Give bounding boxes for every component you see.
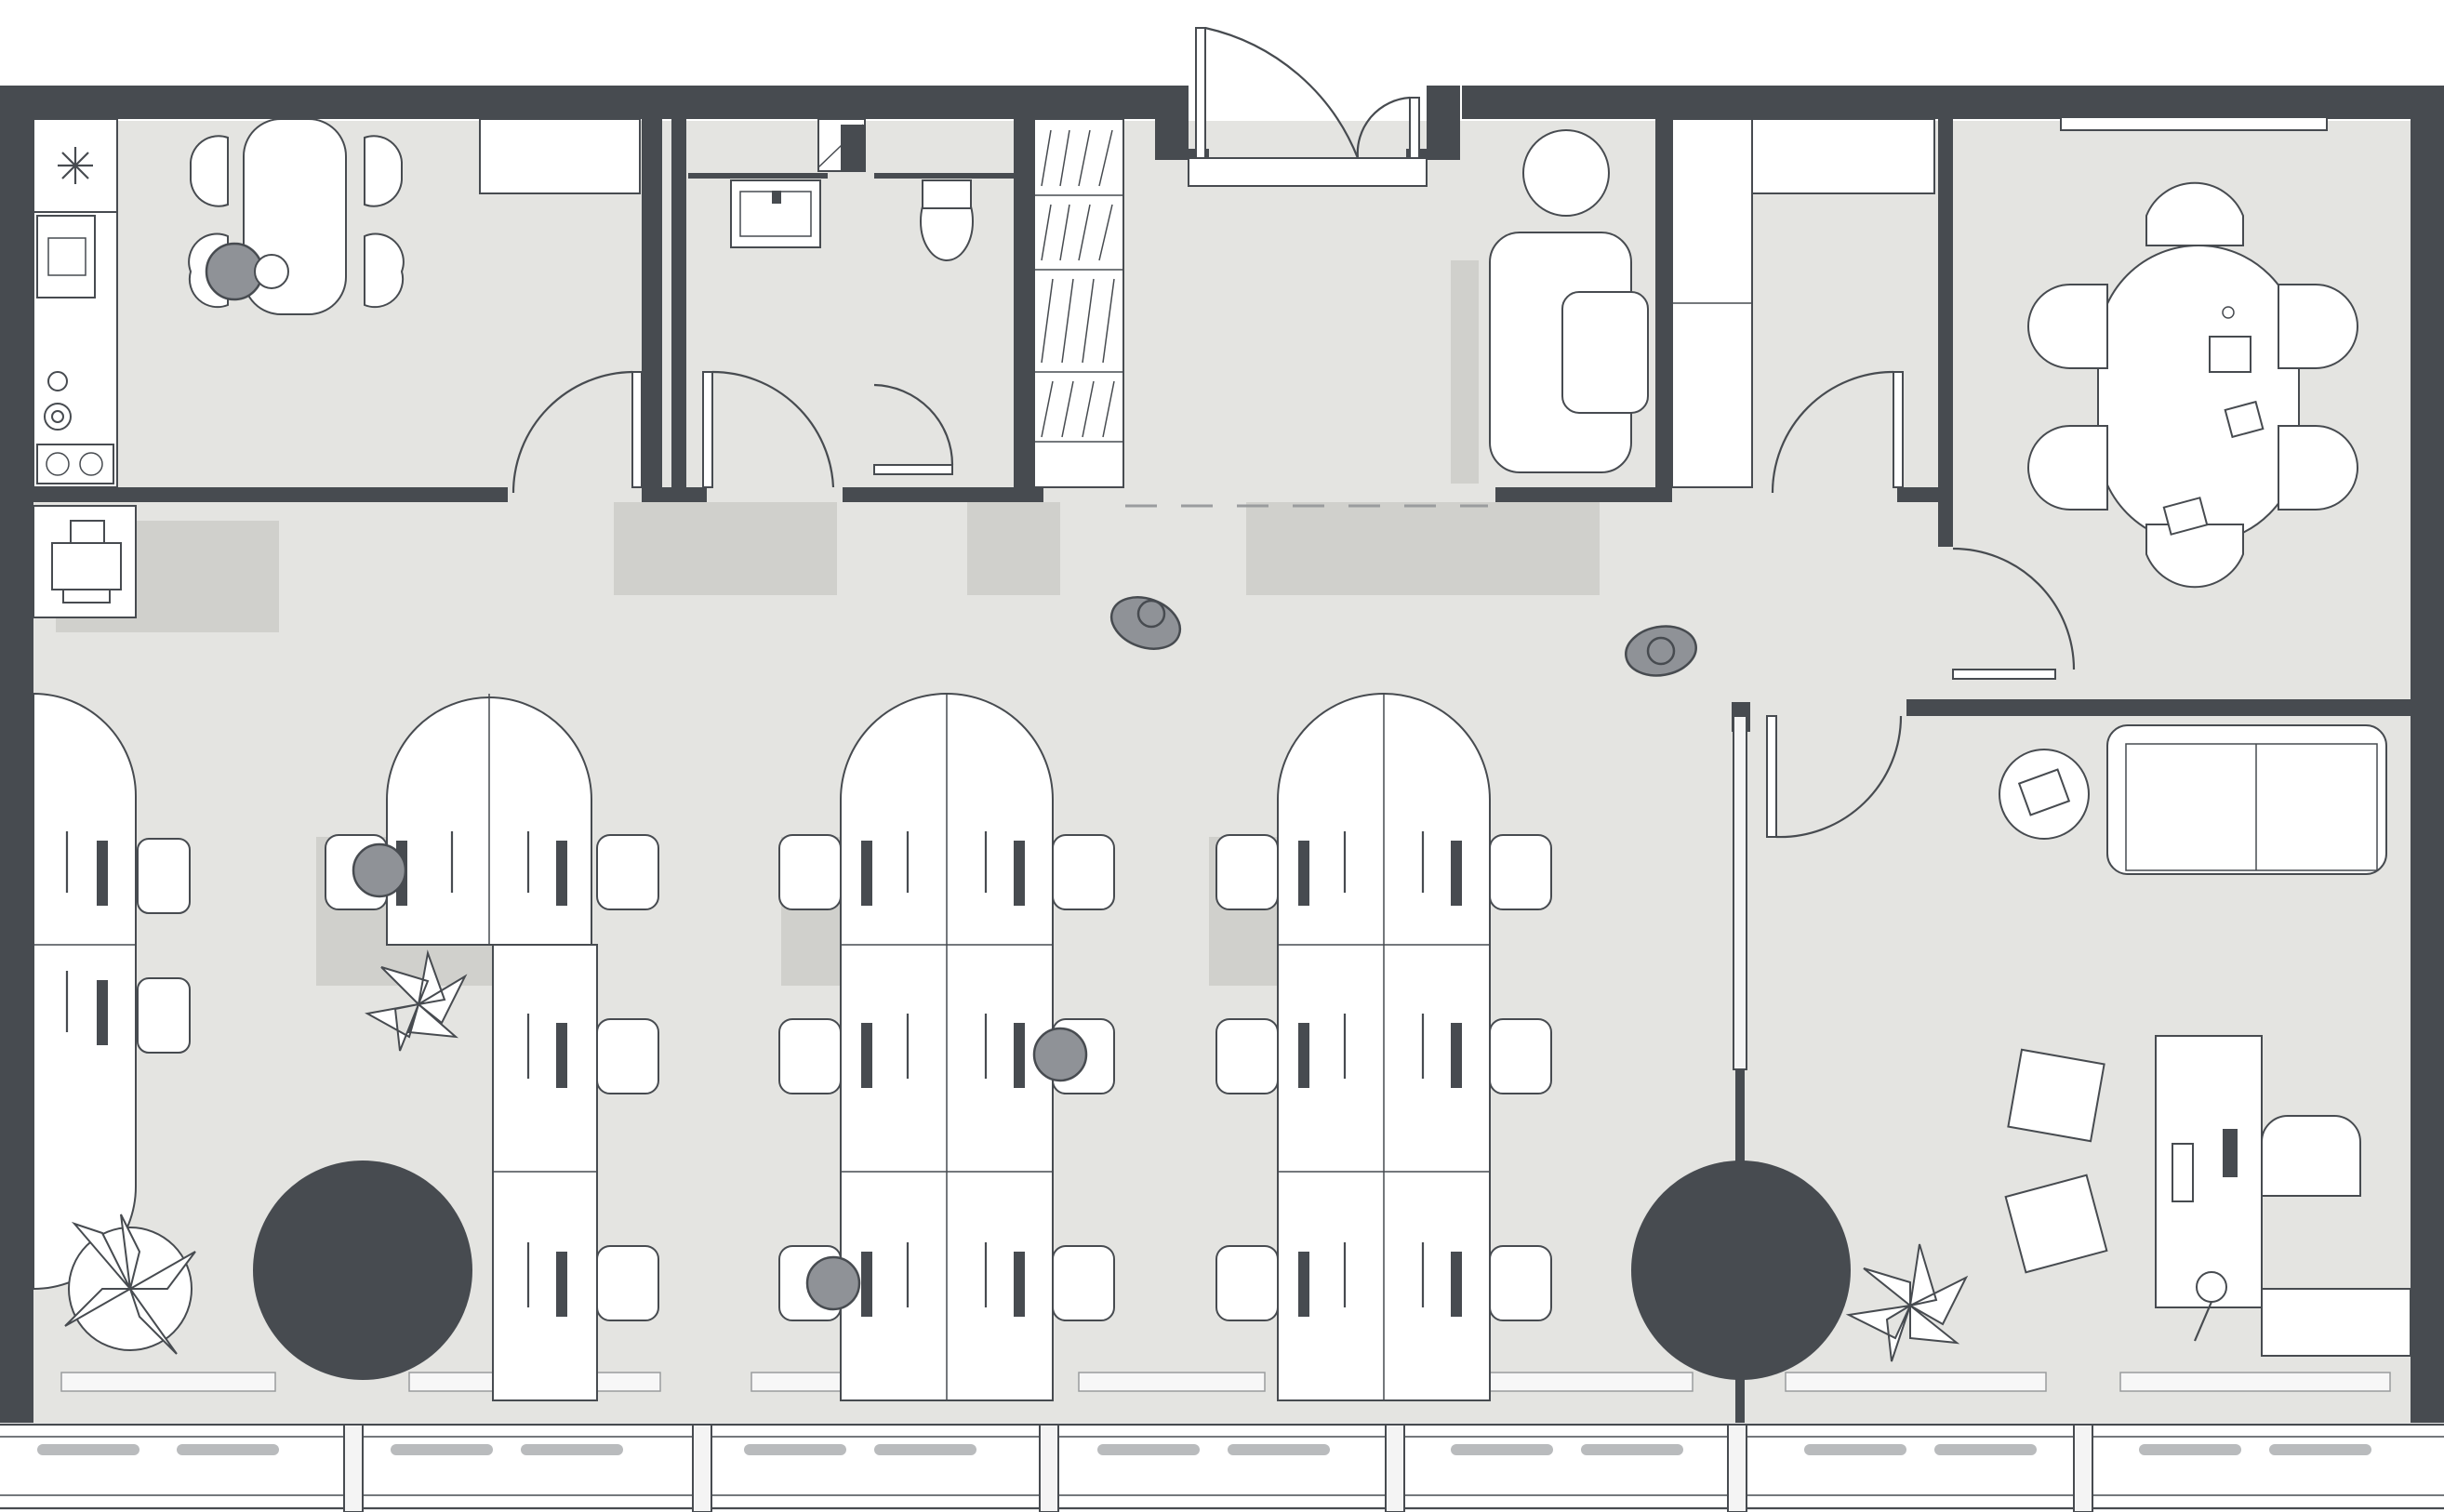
desk-cluster-left [33, 692, 191, 1291]
plant-1 [365, 949, 468, 1052]
entrance-double-door [1188, 26, 1428, 187]
desk-lamp [2196, 1271, 2227, 1303]
meeting-screen [2060, 116, 2328, 131]
manager-office-furniture [1999, 724, 2411, 1357]
printer [33, 505, 137, 618]
round-pillar-right [1631, 1161, 1851, 1380]
person-walking-2 [1625, 625, 1697, 677]
plant-2 [64, 1214, 196, 1355]
interior-doors [511, 370, 2076, 839]
storage-shelving [1033, 118, 1124, 488]
desk-cluster-2 [778, 693, 1115, 1401]
manager-chair [2261, 1115, 2361, 1197]
lounge-side-table [1522, 129, 1610, 217]
kitchen-cabinet [479, 118, 641, 194]
round-pillar-left [253, 1161, 472, 1380]
desk-cluster-3 [1215, 693, 1552, 1401]
outer-walls [0, 86, 2444, 1425]
desk-cluster-1 [325, 694, 659, 1401]
manager-credenza [2261, 1288, 2411, 1357]
kitchen-furniture [33, 118, 641, 488]
person-walking-1 [1109, 596, 1182, 650]
washroom-fixtures [730, 118, 974, 261]
lounge-furniture [1489, 118, 1935, 488]
guest-armchair-2 [2004, 1174, 2108, 1274]
meeting-laptop [2209, 336, 2251, 373]
person-seated-kitchen [205, 242, 289, 301]
washroom-sink [730, 179, 821, 248]
manager-sofa [2106, 724, 2387, 875]
plant-3 [1845, 1243, 1969, 1362]
snowflake-icon [58, 147, 93, 184]
meeting-room-furniture [2027, 116, 2358, 589]
stove [36, 444, 114, 484]
guest-armchair-1 [2007, 1048, 2105, 1143]
